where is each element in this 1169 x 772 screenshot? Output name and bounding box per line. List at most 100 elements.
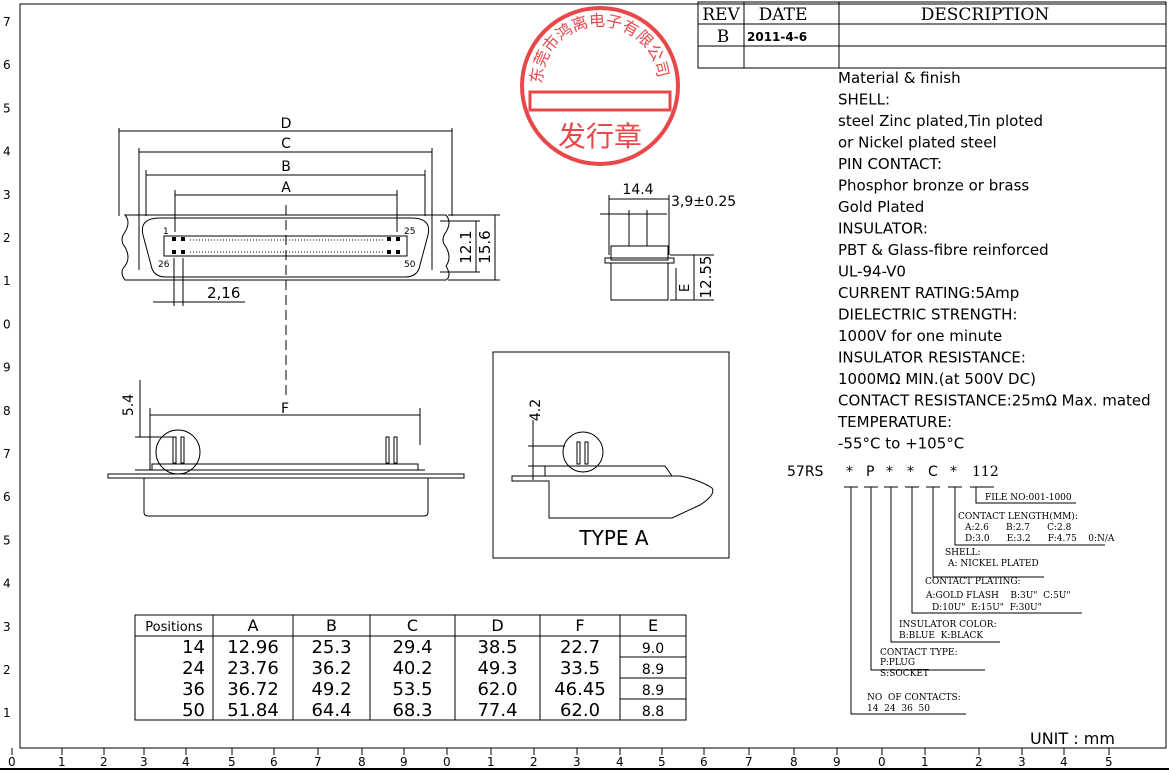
table-cell: 77.4 bbox=[477, 700, 517, 721]
plating-title: CONTACT PLATING: bbox=[925, 577, 1021, 587]
dim-pin-height: 5.4 bbox=[121, 394, 137, 416]
contact-length-opts1: A:2.6 B:2.7 C:2.8 bbox=[964, 523, 1072, 533]
ruler-label: 1 bbox=[3, 274, 11, 288]
table-header: Positions bbox=[145, 620, 203, 635]
spec-line: steel Zinc plated,Tin ploted bbox=[838, 112, 1043, 130]
ruler-label: 9 bbox=[400, 755, 408, 769]
code-symbol: 112 bbox=[972, 464, 999, 480]
table-header: C bbox=[407, 616, 418, 635]
code-symbol: * bbox=[846, 464, 853, 480]
table-header: A bbox=[248, 616, 259, 635]
shell-title: SHELL: bbox=[945, 548, 981, 558]
table-cell: 36.72 bbox=[227, 679, 279, 700]
ruler-label: 1 bbox=[3, 706, 11, 720]
ruler-label: 0 bbox=[3, 317, 11, 331]
ruler-label: 5 bbox=[658, 755, 666, 769]
dim-typea-pin: 4.2 bbox=[528, 399, 544, 421]
contact-type-socket: S:SOCKET bbox=[880, 669, 929, 679]
table-cell: 9.0 bbox=[642, 641, 664, 657]
ruler-label: 3 bbox=[1018, 755, 1026, 769]
table-cell: 49.3 bbox=[477, 658, 517, 679]
table-header: B bbox=[326, 616, 337, 635]
spec-line: Material & finish bbox=[838, 69, 961, 87]
ruler-label: 2 bbox=[100, 755, 108, 769]
dim-12-1: 12.1 bbox=[457, 230, 475, 263]
ruler-label: 4 bbox=[182, 755, 190, 769]
pin-label-25: 25 bbox=[404, 227, 415, 237]
table-cell: 22.7 bbox=[560, 637, 600, 658]
ruler-label: 7 bbox=[3, 447, 11, 461]
spec-line: -55°C to +105°C bbox=[838, 435, 964, 453]
description-header: DESCRIPTION bbox=[921, 5, 1050, 25]
rev-value: B bbox=[717, 27, 730, 47]
spec-line: INSULATOR: bbox=[838, 220, 928, 238]
spec-line: PBT & Glass-fibre reinforced bbox=[838, 241, 1049, 259]
table-cell: 36 bbox=[182, 679, 205, 700]
ruler-label: 6 bbox=[700, 755, 708, 769]
table-cell: 14 bbox=[182, 637, 205, 658]
front-view: D C B A 1 25 26 50 2,16 12.1 15.6 bbox=[118, 116, 500, 400]
file-no-note: FILE NO:001-1000 bbox=[985, 493, 1072, 503]
ruler-label: 1 bbox=[58, 755, 66, 769]
pin-label-26: 26 bbox=[158, 260, 170, 270]
table-header: E bbox=[648, 616, 658, 635]
contact-type-plug: P:PLUG bbox=[880, 658, 915, 668]
table-cell: 8.9 bbox=[642, 683, 664, 699]
contact-type-title: CONTACT TYPE: bbox=[880, 648, 958, 658]
ruler-label: 2 bbox=[3, 231, 11, 245]
code-symbol: * bbox=[907, 464, 914, 480]
date-header: DATE bbox=[759, 5, 808, 25]
spec-line: 1000MΩ MIN.(at 500V DC) bbox=[838, 370, 1036, 388]
table-header: D bbox=[491, 616, 503, 635]
date-value: 2011-4-6 bbox=[747, 30, 807, 44]
ruler-label: 5 bbox=[3, 101, 11, 115]
dim-pitch: 2,16 bbox=[207, 284, 240, 302]
table-cell: 53.5 bbox=[392, 679, 432, 700]
spec-line: or Nickel plated steel bbox=[838, 134, 997, 152]
dim-pin-offset: 3,9±0.25 bbox=[671, 194, 736, 210]
spec-line: Phosphor bronze or brass bbox=[838, 177, 1029, 195]
table-cell: 29.4 bbox=[392, 637, 432, 658]
spec-line: TEMPERATURE: bbox=[837, 413, 952, 431]
ruler-label: 5 bbox=[1105, 755, 1113, 769]
ruler-label: 7 bbox=[314, 755, 322, 769]
ruler-label: 9 bbox=[3, 361, 11, 375]
ruler-label: 7 bbox=[745, 755, 753, 769]
table-cell: 25.3 bbox=[311, 637, 351, 658]
side-view: 14.4 3,9±0.25 12.55 E bbox=[600, 182, 736, 301]
dim-B: B bbox=[281, 159, 291, 175]
ruler-label: 6 bbox=[3, 490, 11, 504]
dim-side-height: 12.55 bbox=[697, 256, 715, 299]
contacts-opts: 14 24 36 50 bbox=[867, 704, 930, 714]
shell-opts: A: NICKEL PLATED bbox=[947, 559, 1039, 569]
ruler-label: 6 bbox=[3, 58, 11, 72]
type-a-detail: 4.2 TYPE A bbox=[492, 351, 730, 559]
table-cell: 49.2 bbox=[311, 679, 351, 700]
code-symbol: C bbox=[928, 464, 938, 480]
table-cell: 62.0 bbox=[477, 679, 517, 700]
table-cell: 33.5 bbox=[560, 658, 600, 679]
dim-A: A bbox=[281, 180, 291, 196]
type-a-label: TYPE A bbox=[578, 526, 648, 550]
ruler-label: 4 bbox=[3, 145, 11, 159]
table-cell: 50 bbox=[182, 700, 205, 721]
table-cell: 62.0 bbox=[560, 700, 600, 721]
dim-F: F bbox=[281, 401, 289, 417]
ruler-label: 2 bbox=[530, 755, 538, 769]
code-symbol: * bbox=[950, 464, 957, 480]
spec-line: 1000V for one minute bbox=[838, 327, 1002, 345]
contact-length-title: CONTACT LENGTH(MM): bbox=[958, 511, 1078, 522]
plating-opts1: A:GOLD FLASH B:3U" C:5U" bbox=[925, 591, 1071, 601]
pin-label-1: 1 bbox=[163, 227, 169, 237]
side-elevation: F 5.4 bbox=[107, 380, 465, 517]
ruler-label: 4 bbox=[1060, 755, 1068, 769]
ruler-label: 6 bbox=[270, 755, 278, 769]
ruler-label: 4 bbox=[3, 577, 11, 591]
insulator-color-opts: B:BLUE K:BLACK bbox=[899, 631, 983, 641]
